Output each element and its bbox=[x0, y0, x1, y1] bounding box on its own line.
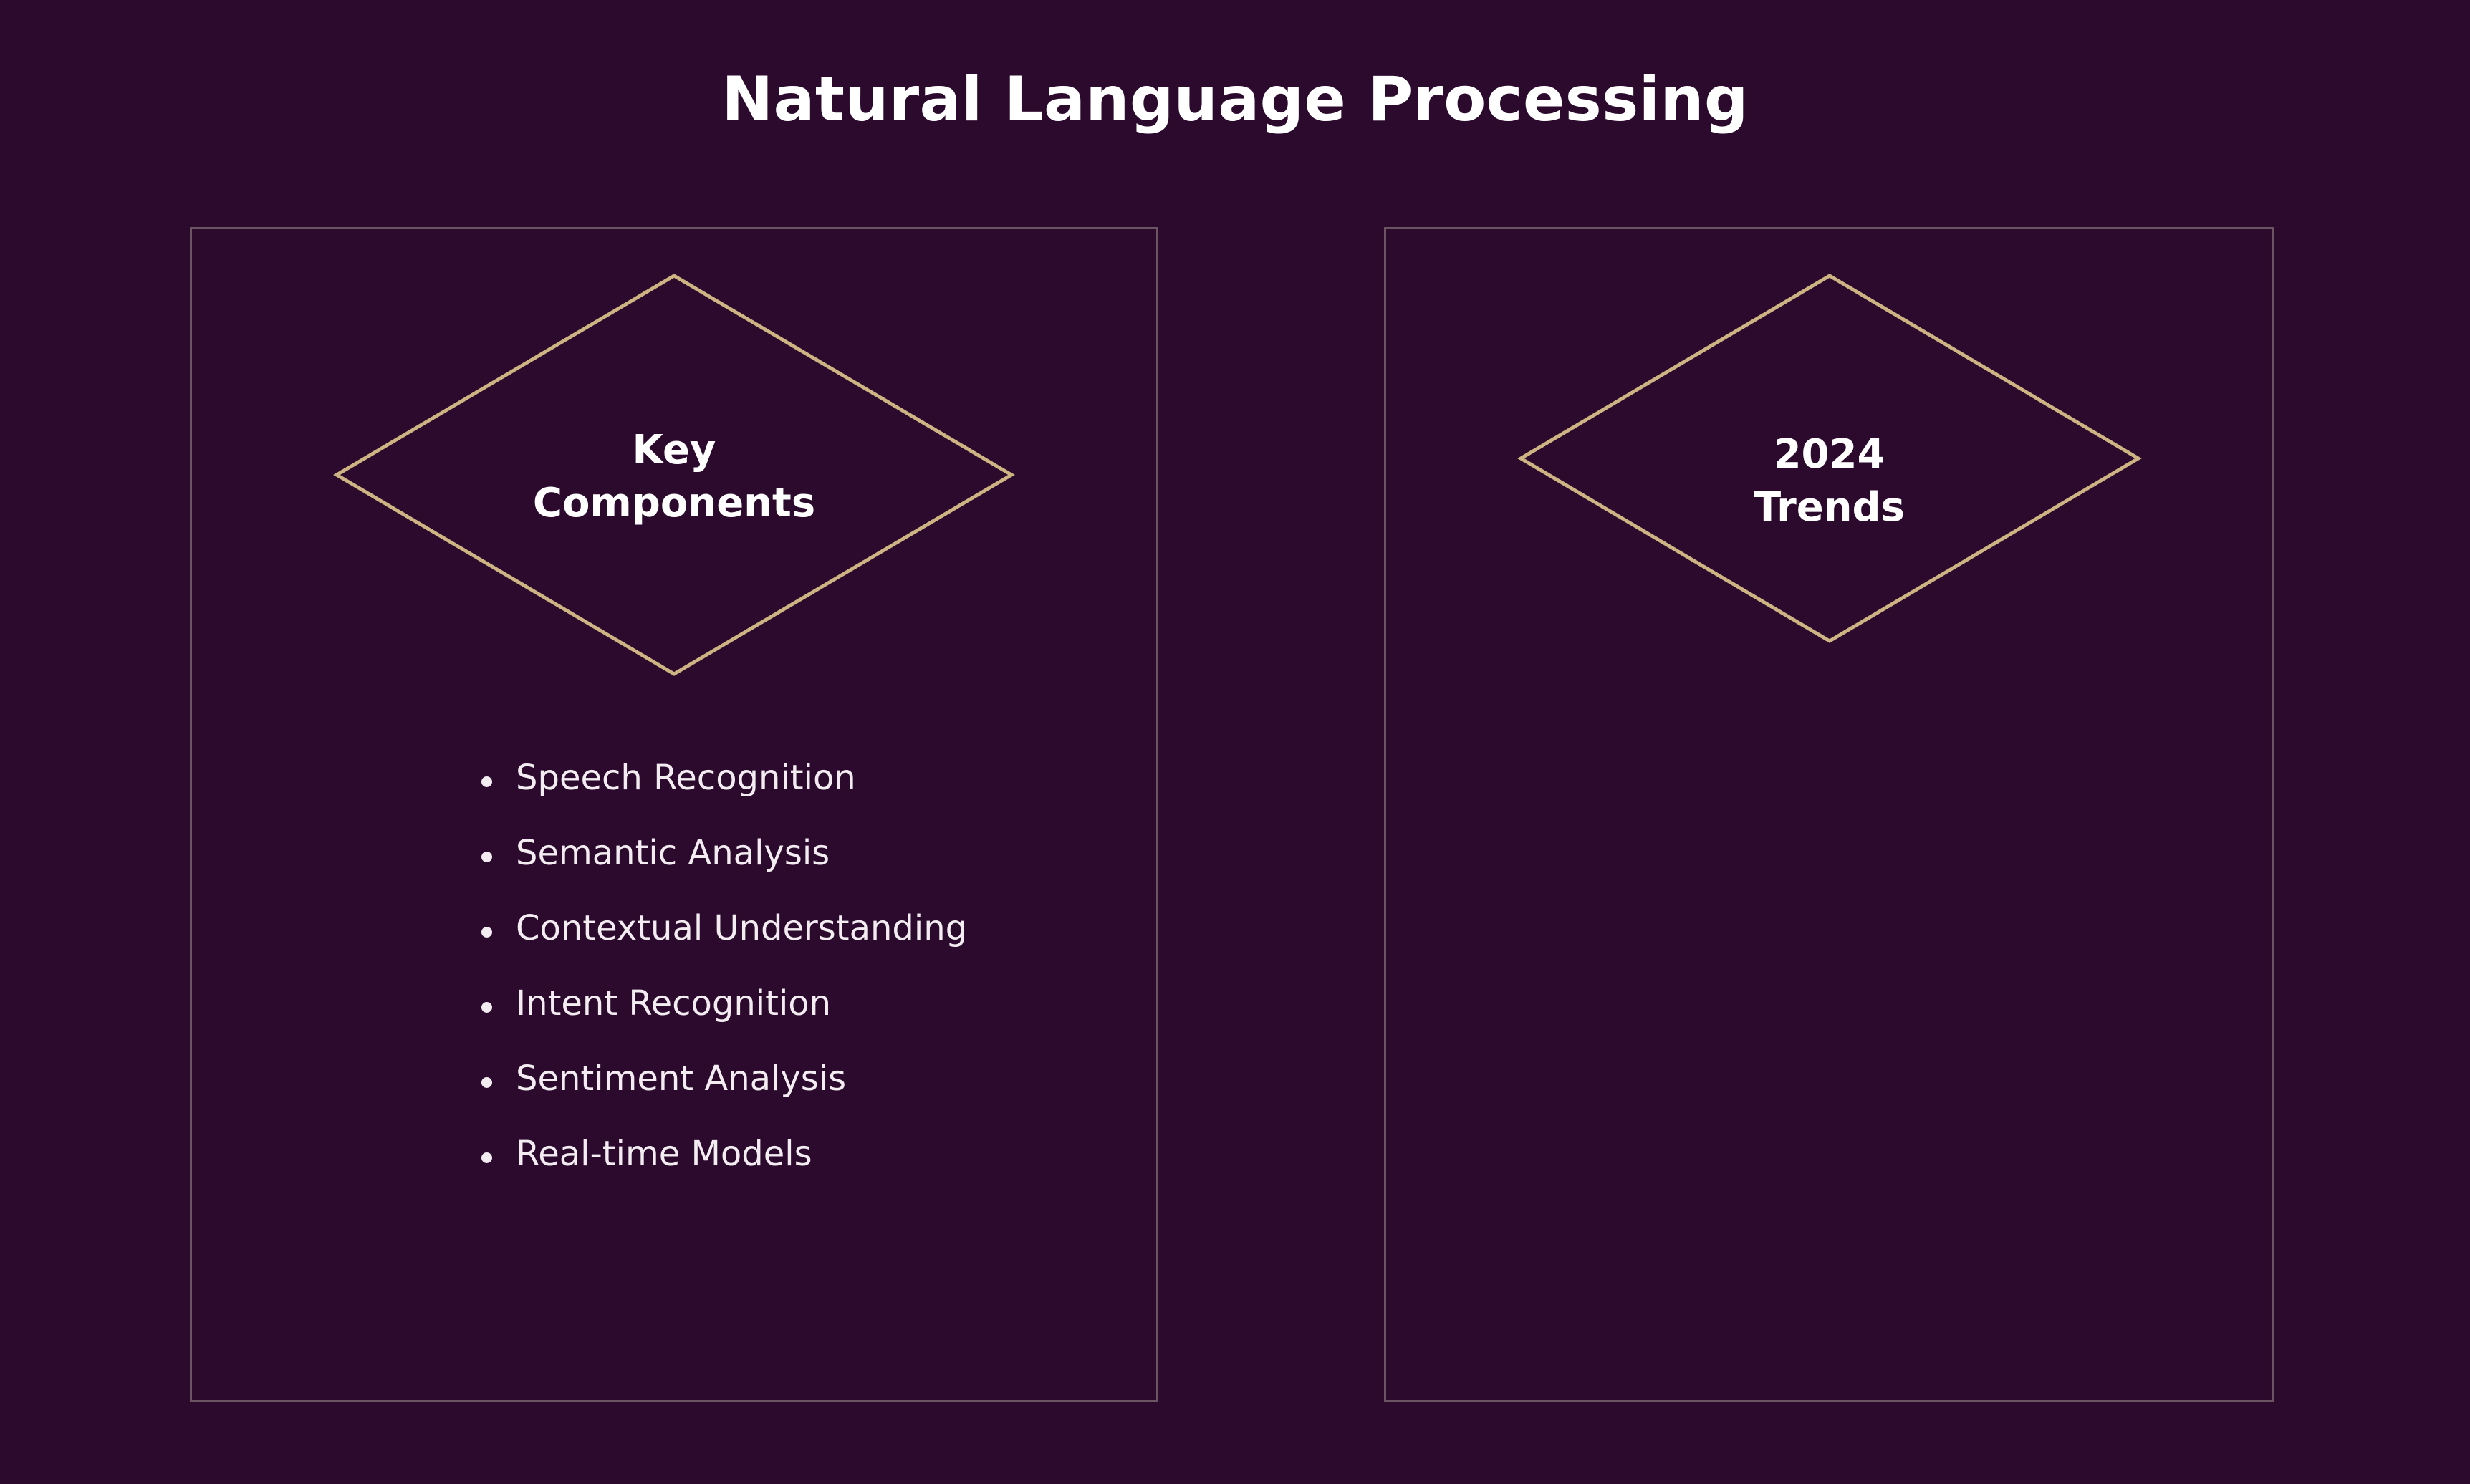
panel-trends-2024: 2024 Trends Models with a large number o… bbox=[1384, 227, 2274, 1402]
diamond-trends-2024: 2024 Trends bbox=[1386, 272, 2272, 716]
page-title: Natural Language Processing bbox=[721, 64, 1749, 135]
list-item-label: Intent Recognition bbox=[516, 983, 832, 1023]
panel-key-components: Key Components Speech Recognition Semant… bbox=[190, 227, 1158, 1402]
list-item-label: Contextual Understanding bbox=[516, 908, 968, 948]
list-item: Real-time Models bbox=[471, 1137, 1116, 1171]
list-item-label: Semantic Analysis bbox=[516, 833, 830, 873]
list-item-label: Sentiment Analysis bbox=[516, 1059, 847, 1099]
list-item: Semantic Analysis bbox=[471, 836, 1116, 870]
list-item: Contextual Understanding bbox=[471, 911, 1116, 945]
list-item: Intent Recognition bbox=[471, 986, 1116, 1021]
diamond-shape-icon bbox=[333, 274, 1015, 676]
diamond-key-components: Key Components bbox=[192, 272, 1156, 716]
list-key-components: Speech Recognition Semantic Analysis Con… bbox=[471, 761, 1116, 1212]
list-item: Speech Recognition bbox=[471, 761, 1116, 795]
list-item-label: Real-time Models bbox=[516, 1134, 812, 1174]
list-item-label: Speech Recognition bbox=[516, 758, 856, 798]
list-item: Sentiment Analysis bbox=[471, 1061, 1116, 1096]
diamond-shape-icon bbox=[1517, 274, 2142, 643]
